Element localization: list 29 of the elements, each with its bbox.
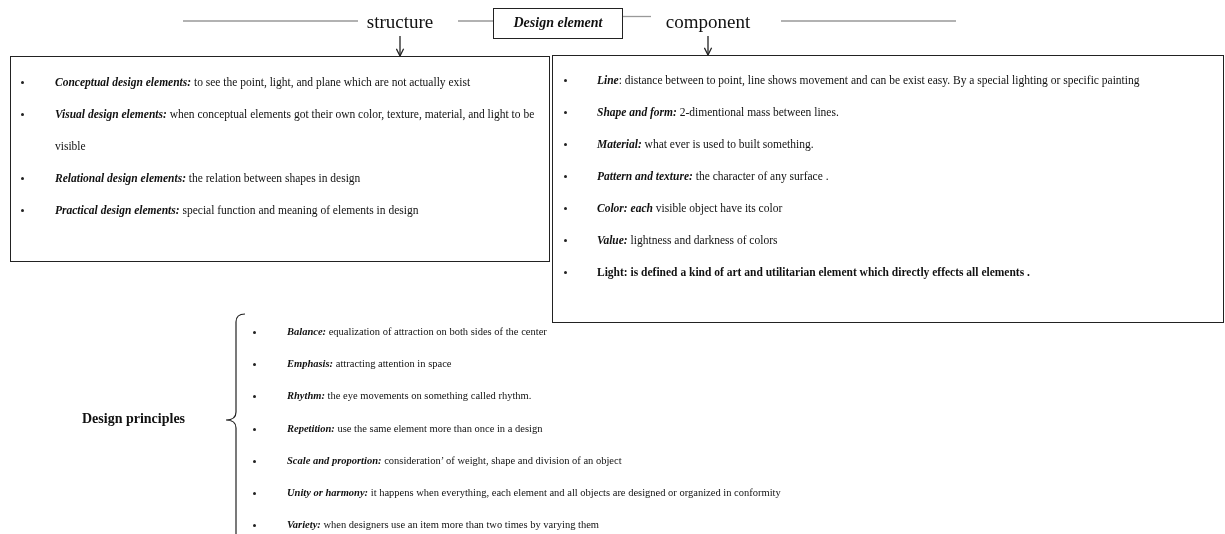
arrow [395, 35, 405, 57]
list-item-text: Pattern and texture: the character of any surface . [597, 169, 830, 185]
list-box [552, 55, 1224, 323]
list-item-text: Material: what ever is used to built something. [597, 137, 815, 153]
list-item-text: Variety: when designers use an item more than two times by varying them [287, 518, 600, 533]
list-item-text: Rhythm: the eye movements on something called rhythm. [287, 389, 532, 404]
list-item-text: Light: is defined a kind of art and utilitarian element which directly effects all elements . [597, 265, 1031, 281]
title-box: Design element [493, 8, 623, 39]
arrow [703, 35, 713, 56]
heading-text: component [657, 8, 759, 36]
list-item-text: Line: distance between to point, line shows movement and can be exist easy. By a special lighting or specific painting [597, 73, 1141, 89]
connector-line [457, 20, 494, 22]
list-item-text: Unity or harmony: it happens when everything, each element and all objects are designed or organized in conformity [287, 486, 781, 500]
list-item-text: Scale and proportion: consideration’ of weight, shape and division of an object [287, 453, 622, 468]
list-item-text: Balance: equalization of attraction on both sides of the center [287, 325, 547, 339]
connector-line [182, 20, 359, 22]
list-item-text: Repetition: use the same element more than once in a design [287, 421, 543, 436]
heading-text: structure [358, 8, 442, 36]
list-item-text: Practical design elements: special function and meaning of elements in design [55, 203, 420, 219]
list-item-text: Emphasis: attracting attention in space [287, 357, 452, 372]
list-box [10, 56, 550, 262]
list-item-text: Shape and form: 2-dimentional mass between lines. [597, 105, 840, 121]
connector-line [780, 20, 957, 22]
connector-line [622, 15, 652, 18]
list-item-text: Relational design elements: the relation between shapes in design [55, 171, 362, 187]
group-heading: Design principles [82, 411, 186, 427]
list-item-text: Conceptual design elements: to see the point, light, and plane which are not actually exist [55, 75, 472, 91]
list-item-text: Color: each visible object have its color [597, 201, 784, 217]
list-item-text: Value: lightness and darkness of colors [597, 233, 779, 249]
